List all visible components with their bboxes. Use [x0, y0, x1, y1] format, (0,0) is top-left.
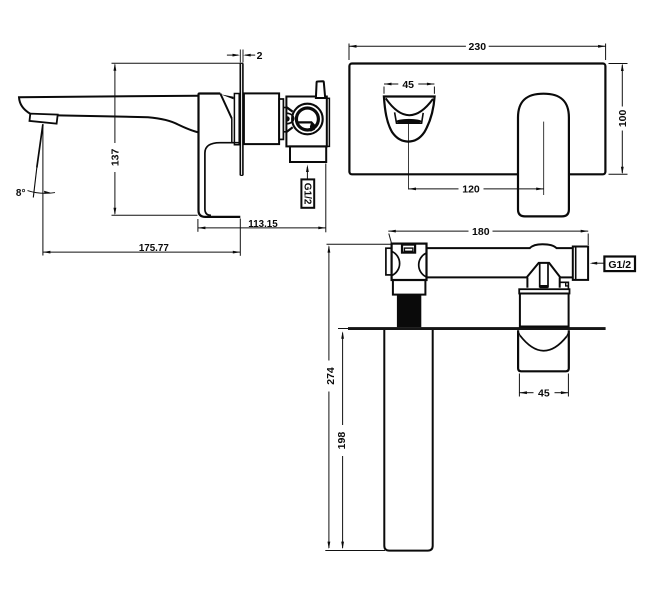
svg-text:230: 230	[469, 41, 487, 53]
svg-text:2: 2	[257, 50, 263, 62]
svg-text:G1/2: G1/2	[301, 183, 312, 205]
svg-text:8°: 8°	[16, 188, 26, 199]
svg-text:45: 45	[538, 388, 550, 400]
svg-text:137: 137	[110, 148, 122, 166]
svg-text:274: 274	[325, 367, 337, 385]
svg-text:198: 198	[336, 432, 348, 450]
svg-text:45: 45	[402, 79, 414, 91]
svg-text:175.77: 175.77	[139, 243, 170, 254]
svg-text:120: 120	[462, 184, 480, 196]
svg-text:113.15: 113.15	[248, 219, 278, 230]
svg-text:G1/2: G1/2	[608, 259, 631, 271]
svg-text:100: 100	[617, 109, 629, 127]
svg-text:180: 180	[472, 226, 490, 238]
